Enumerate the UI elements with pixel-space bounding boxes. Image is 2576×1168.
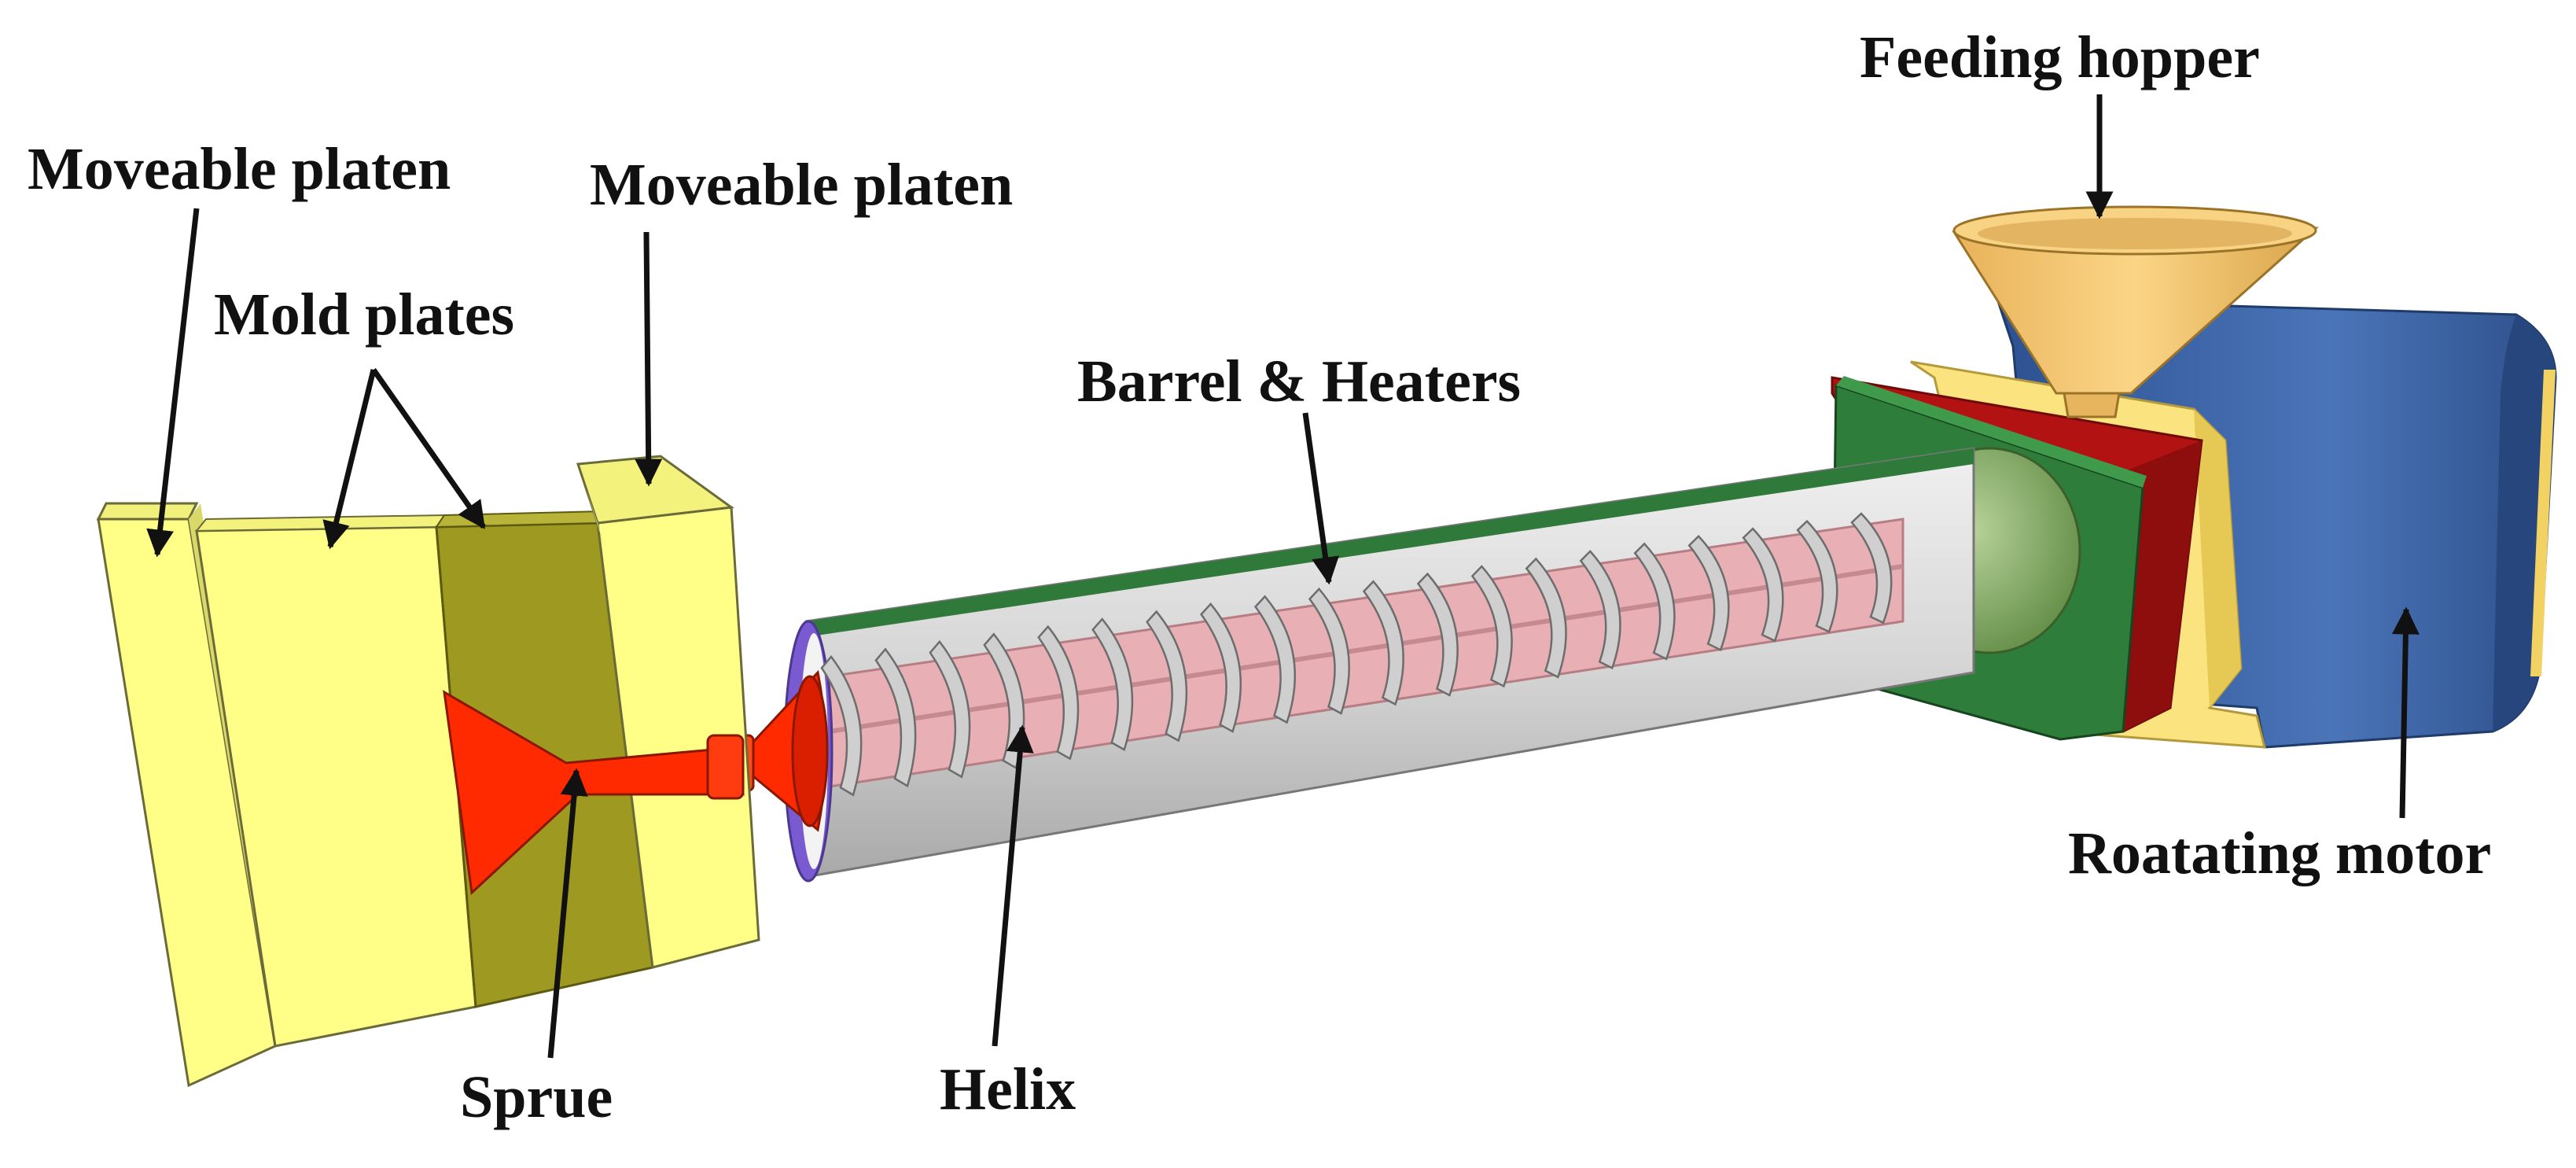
annotation-arrows bbox=[146, 94, 2420, 1059]
sprue-channel bbox=[443, 690, 745, 896]
label-moveable-platen-right: Moveable platen bbox=[590, 152, 1013, 218]
barrel bbox=[783, 447, 1975, 882]
helix-flight bbox=[1470, 565, 1513, 688]
helix-flight bbox=[1633, 542, 1676, 661]
helix-flight bbox=[1253, 595, 1297, 724]
label-mold-plates: Mold plates bbox=[214, 282, 514, 348]
helix-flight bbox=[874, 647, 917, 788]
label-helix: Helix bbox=[940, 1056, 1076, 1122]
helix-flight bbox=[820, 655, 863, 797]
mold-plate-left bbox=[194, 514, 477, 1048]
helix-flight bbox=[1200, 602, 1242, 733]
helix-flight bbox=[1091, 617, 1134, 751]
helix-flight bbox=[1796, 519, 1838, 633]
helix bbox=[820, 512, 1893, 797]
label-rotating-motor: Roatating motor bbox=[2068, 820, 2491, 886]
helix-flight bbox=[1416, 572, 1459, 697]
helix-flight bbox=[1687, 534, 1730, 652]
moveable-platen-right bbox=[576, 455, 760, 969]
helix-flight bbox=[1146, 610, 1188, 742]
helix-flight bbox=[1308, 587, 1350, 715]
label-sprue: Sprue bbox=[460, 1064, 613, 1130]
label-feeding-hopper: Feeding hopper bbox=[1860, 24, 2260, 90]
helix-flight bbox=[1525, 557, 1567, 679]
helix-flight bbox=[1850, 512, 1893, 625]
helix-flight bbox=[1579, 550, 1621, 670]
label-moveable-platen-left: Moveable platen bbox=[28, 136, 451, 202]
helix-flight bbox=[1742, 527, 1784, 643]
helix-flight bbox=[1362, 580, 1404, 706]
feeding-hopper bbox=[1952, 205, 2319, 418]
helix-flight bbox=[1037, 625, 1080, 761]
helix-flight bbox=[929, 639, 971, 779]
label-barrel-heaters: Barrel & Heaters bbox=[1077, 348, 1521, 415]
